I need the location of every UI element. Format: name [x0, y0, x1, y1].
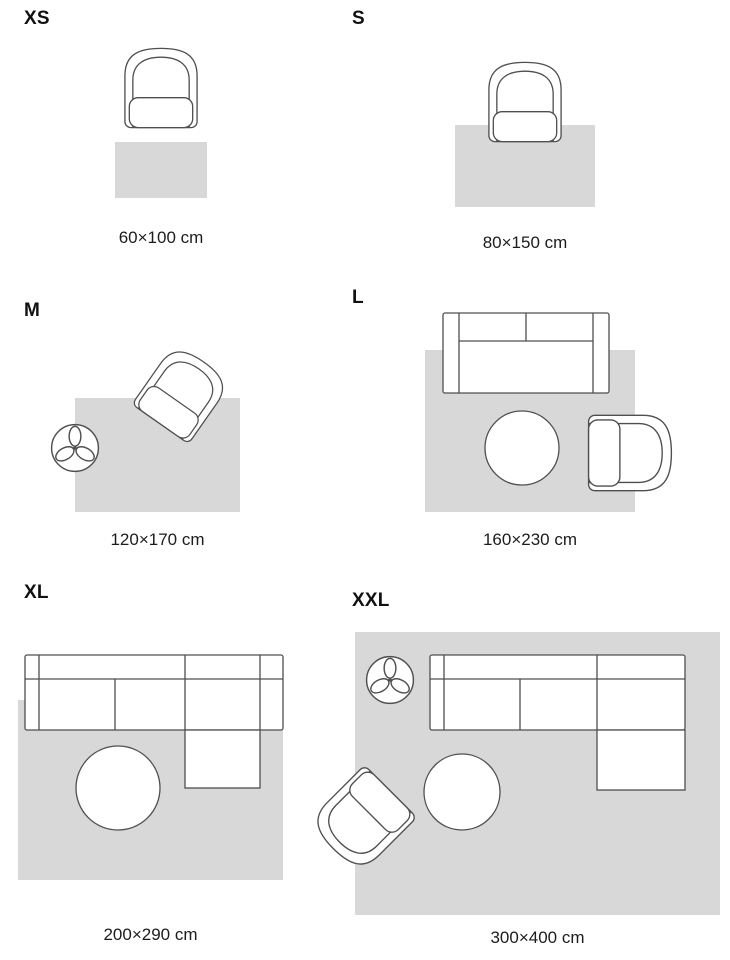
m-illustration: [50, 341, 240, 512]
armchair-icon: [124, 47, 198, 129]
xxl-illustration: [306, 632, 720, 915]
armchair-icon: [587, 414, 673, 492]
coffee-table-icon: [423, 753, 501, 831]
sectional-sofa-icon: [24, 654, 284, 789]
plant-icon: [50, 423, 100, 473]
size-caption-l: 160×230 cm: [482, 530, 578, 549]
size-label-xxl: XXL: [352, 590, 390, 611]
size-caption-xs: 60×100 cm: [118, 228, 204, 247]
size-label-s: S: [352, 8, 365, 29]
size-caption-s: 80×150 cm: [482, 233, 568, 252]
coffee-table-icon: [484, 410, 560, 486]
size-caption-xl: 200×290 cm: [103, 925, 198, 944]
xl-illustration: [18, 654, 284, 880]
size-caption-xxl: 300×400 cm: [490, 928, 585, 947]
l-illustration: [425, 312, 673, 512]
xs-illustration: [115, 47, 207, 198]
plant-icon: [365, 655, 415, 705]
sectional-sofa-icon: [429, 654, 686, 791]
size-caption-m: 120×170 cm: [110, 530, 205, 549]
size-label-l: L: [352, 287, 364, 308]
size-label-xs: XS: [24, 8, 50, 29]
size-label-m: M: [24, 300, 41, 321]
rug-swatch: [115, 142, 207, 198]
sofa-icon: [442, 312, 610, 394]
armchair-icon: [488, 61, 562, 143]
coffee-table-icon: [75, 745, 161, 831]
size-label-xl: XL: [24, 582, 49, 603]
s-illustration: [455, 61, 595, 207]
